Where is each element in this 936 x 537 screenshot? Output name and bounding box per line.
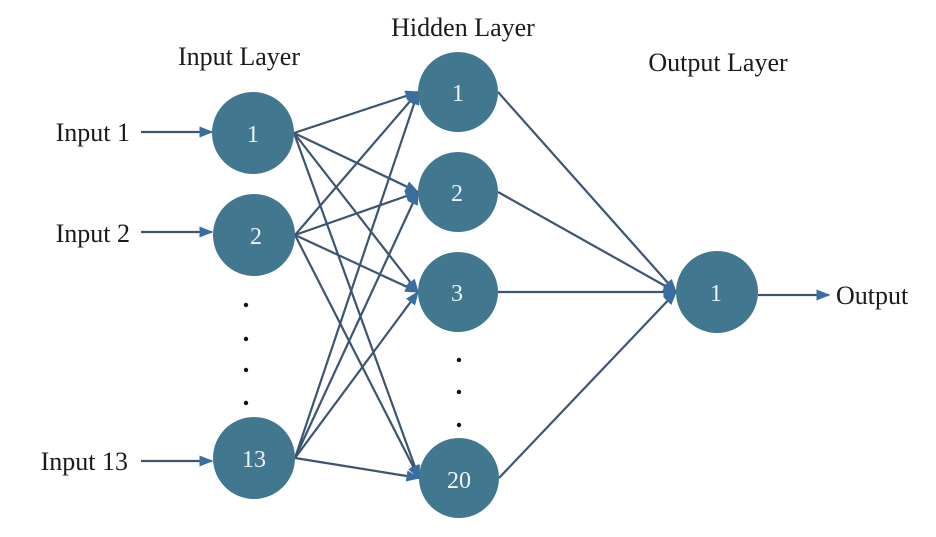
edge-input-2-to-hidden-2 [294, 190, 420, 237]
hidden-node-20-circle [419, 438, 499, 518]
edge-input-13-to-hidden-2 [294, 190, 419, 459]
hidden-node-3: 3 [418, 252, 498, 332]
hidden-layer-title: Hidden Layer [391, 13, 535, 42]
input-node-1-label: 1 [247, 122, 259, 148]
edge-input-13-to-hidden-1 [293, 90, 420, 459]
input-node-13-circle [213, 417, 295, 499]
output-label: Output [836, 281, 909, 310]
edge-input-1-to-hidden-20 [292, 132, 421, 480]
input-node-2-circle [213, 194, 295, 276]
edge-input-2-to-hidden-3 [294, 234, 420, 293]
edge-input-13-to-hidden-20 [294, 456, 421, 482]
input-ellipsis-dot [243, 400, 249, 406]
output-group: Output [758, 281, 909, 310]
input-1-group: Input 1 [56, 118, 214, 147]
edge-input-13-to-hidden-3 [294, 290, 419, 459]
edge-hidden-2-to-output-1 [497, 191, 678, 293]
hidden-ellipsis [456, 357, 462, 428]
input-node-13: 13 [213, 417, 295, 499]
input-2-label: Input 2 [56, 219, 130, 248]
edge-input-1-to-hidden-3 [293, 132, 419, 294]
edge-input-2-to-hidden-20 [294, 234, 420, 480]
input-node-1: 1 [212, 92, 294, 174]
edge-input-2-to-hidden-1 [294, 90, 419, 236]
hidden-ellipsis-dot [456, 389, 462, 395]
input-ellipsis-dot [243, 336, 249, 342]
input-node-1-circle [212, 92, 294, 174]
output-node-1: 1 [676, 251, 758, 333]
input-ellipsis-dot [243, 367, 249, 373]
hidden-node-2-circle [418, 152, 498, 232]
input-node-13-label: 13 [242, 447, 266, 473]
connection-edges [292, 90, 678, 482]
hidden-ellipsis-dot [456, 357, 462, 363]
output-node-1-label: 1 [710, 281, 722, 307]
input-2-group: Input 2 [56, 219, 214, 248]
hidden-node-1-label: 1 [452, 81, 464, 107]
hidden-node-3-circle [418, 252, 498, 332]
input-layer-title: Input Layer [178, 42, 300, 71]
hidden-node-2-label: 2 [451, 181, 463, 207]
edge-hidden-1-to-output-1 [497, 91, 677, 294]
input-13-group: Input 13 [41, 447, 214, 476]
hidden-node-3-label: 3 [451, 281, 463, 307]
input-13-label: Input 13 [41, 447, 128, 476]
hidden-node-2: 2 [418, 152, 498, 232]
input-1-label: Input 1 [56, 118, 130, 147]
hidden-node-20: 20 [419, 438, 499, 518]
edge-input-1-to-hidden-1 [293, 90, 420, 135]
output-layer-title: Output Layer [648, 48, 788, 77]
input-node-2-label: 2 [250, 224, 262, 250]
hidden-node-1: 1 [418, 52, 498, 132]
edge-hidden-20-to-output-1 [498, 290, 677, 479]
hidden-ellipsis-dot [456, 422, 462, 428]
input-node-2: 2 [213, 194, 295, 276]
output-node-1-circle [676, 251, 758, 333]
hidden-node-1-circle [418, 52, 498, 132]
hidden-node-20-label: 20 [447, 468, 471, 494]
input-ellipsis-dot [243, 302, 249, 308]
input-ellipsis [243, 302, 249, 406]
